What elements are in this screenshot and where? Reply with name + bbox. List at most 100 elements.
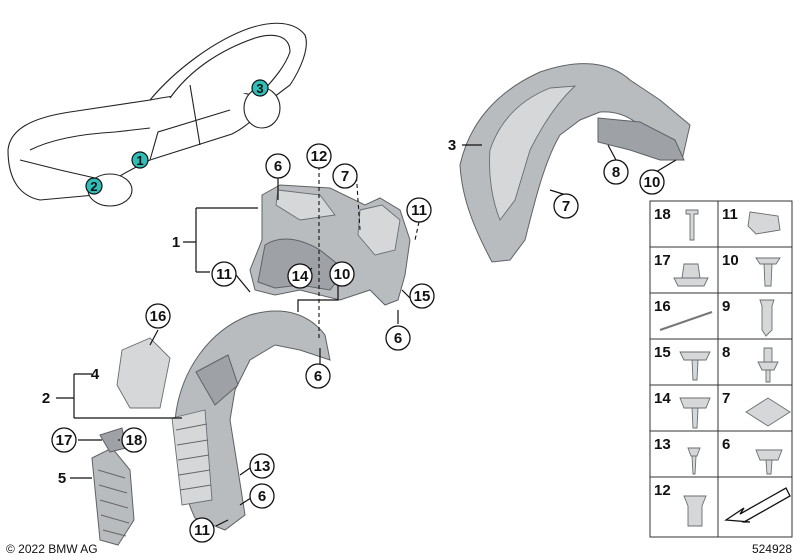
svg-text:17: 17	[56, 432, 73, 449]
svg-text:10: 10	[334, 266, 351, 283]
svg-text:11: 11	[411, 202, 427, 219]
svg-text:11: 11	[194, 522, 210, 539]
callout-7-rear[interactable]: 7	[553, 193, 579, 219]
svg-text:6: 6	[274, 158, 282, 175]
table-row: 18 11	[649, 200, 793, 248]
svg-text:3: 3	[448, 137, 456, 154]
callout-10-rear[interactable]: 10	[639, 169, 665, 195]
svg-text:7: 7	[722, 390, 730, 407]
svg-text:6: 6	[314, 368, 322, 385]
table-row: 12	[649, 476, 793, 538]
wheel-arch-liner-front	[171, 310, 331, 531]
car-marker-2-label: 2	[90, 179, 97, 194]
svg-text:17: 17	[654, 252, 671, 269]
copyright-text: © 2022 BMW AG	[6, 542, 98, 556]
svg-text:14: 14	[292, 268, 309, 285]
svg-text:18: 18	[126, 432, 143, 449]
car-marker-3[interactable]: 3	[251, 79, 269, 97]
callout-6-front[interactable]: 6	[305, 363, 331, 389]
svg-text:10: 10	[722, 252, 739, 269]
callout-6-mid[interactable]: 6	[385, 325, 411, 351]
svg-text:6: 6	[394, 330, 402, 347]
svg-text:6: 6	[258, 488, 266, 505]
clip-icon	[757, 347, 779, 383]
svg-text:18: 18	[654, 206, 671, 223]
table-cell[interactable]	[649, 200, 719, 248]
leader-lines	[56, 144, 677, 527]
grille-panel	[91, 427, 135, 546]
clip-nut-icon	[747, 211, 781, 235]
callout-10-mid[interactable]: 10	[329, 261, 355, 287]
svg-text:16: 16	[150, 308, 167, 325]
svg-text:8: 8	[612, 164, 620, 181]
callout-3[interactable]: 3	[448, 137, 456, 154]
callout-8[interactable]: 8	[603, 159, 629, 185]
svg-text:2: 2	[42, 390, 50, 407]
callout-2[interactable]: 2	[42, 390, 50, 407]
svg-text:10: 10	[644, 174, 661, 191]
bolt-icon	[685, 209, 699, 241]
car-marker-2[interactable]: 2	[85, 177, 103, 195]
callout-5[interactable]: 5	[58, 470, 66, 487]
table-row: 16 9	[649, 292, 793, 340]
callout-17[interactable]: 17	[51, 427, 77, 453]
svg-text:8: 8	[722, 344, 730, 361]
svg-text:6: 6	[722, 436, 730, 453]
svg-text:13: 13	[254, 458, 271, 475]
svg-text:16: 16	[654, 298, 671, 315]
svg-text:5: 5	[58, 470, 66, 487]
diagram-number: 524928	[752, 542, 792, 556]
callout-13[interactable]: 13	[249, 453, 275, 479]
table-row: 14 7	[649, 384, 793, 432]
svg-text:12: 12	[311, 148, 328, 165]
callout-14[interactable]: 14	[287, 263, 313, 289]
front-liner-grille	[171, 409, 213, 506]
callout-4[interactable]: 4	[91, 366, 100, 383]
svg-text:7: 7	[341, 168, 349, 185]
svg-text:11: 11	[216, 266, 232, 283]
screw-icon	[755, 449, 783, 475]
callout-12[interactable]: 12	[306, 143, 332, 169]
svg-text:7: 7	[562, 198, 570, 215]
parts-table: 18 11 17 10 16 9 15	[649, 200, 793, 538]
svg-text:4: 4	[91, 366, 100, 383]
svg-text:11: 11	[722, 206, 738, 223]
callout-6-upper[interactable]: 6	[265, 153, 291, 179]
table-row: 17 10	[649, 246, 793, 294]
callout-6-bottom[interactable]: 6	[249, 483, 275, 509]
nut-insert-icon	[683, 495, 707, 527]
screw-icon	[679, 351, 711, 381]
callout-18[interactable]: 18	[121, 427, 147, 453]
stud-plate-icon	[673, 263, 709, 287]
table-row: 15 8	[649, 338, 793, 386]
callout-15[interactable]: 15	[409, 283, 435, 309]
callout-11-bottom[interactable]: 11	[189, 517, 215, 543]
callout-16[interactable]: 16	[145, 303, 171, 329]
svg-text:15: 15	[414, 288, 431, 305]
screw-icon	[679, 397, 711, 429]
arrow-icon	[724, 487, 791, 523]
callout-11-left[interactable]: 11	[211, 261, 237, 287]
car-marker-1[interactable]: 1	[131, 151, 149, 169]
svg-text:12: 12	[654, 482, 671, 499]
car-marker-1-label: 1	[136, 153, 143, 168]
table-row: 13 6	[649, 430, 793, 478]
svg-text:9: 9	[722, 298, 730, 315]
car-illustration	[7, 22, 307, 207]
callout-1[interactable]: 1	[172, 234, 180, 251]
callout-11-right[interactable]: 11	[406, 197, 432, 223]
wheel-arch-liner-rear	[459, 63, 691, 263]
callout-7-upper[interactable]: 7	[332, 163, 358, 189]
svg-text:15: 15	[654, 344, 671, 361]
svg-text:13: 13	[654, 436, 671, 453]
svg-text:1: 1	[172, 234, 180, 251]
svg-text:14: 14	[654, 390, 671, 407]
cover-plate	[116, 337, 171, 409]
cable-tie-icon	[659, 311, 713, 331]
hex-nut-icon	[745, 397, 791, 427]
wheel-arch-liner-upper	[249, 184, 411, 306]
expansion-rivet-icon	[759, 299, 775, 337]
screw-icon	[755, 257, 781, 287]
